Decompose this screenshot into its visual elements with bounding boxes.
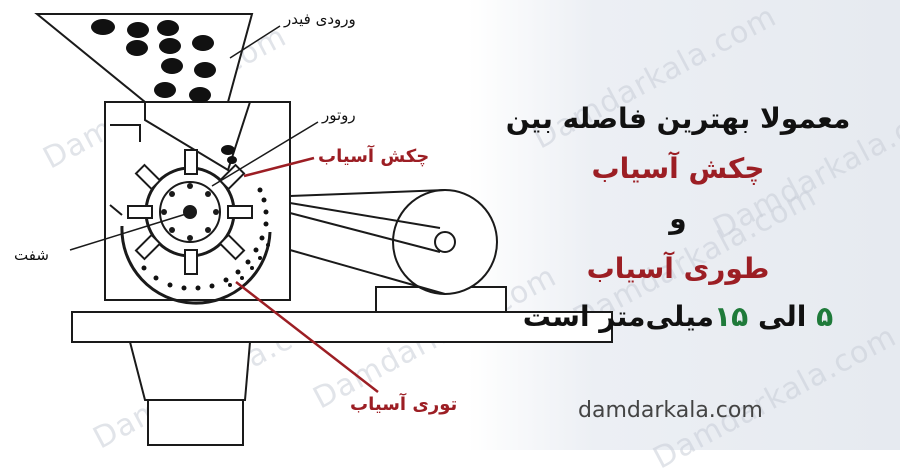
hammer [127,205,153,219]
hammer [184,149,198,175]
hammer-mill-diagram [34,13,613,446]
material-chunk [126,40,148,56]
headline-line-2: چکش آسیاب [591,152,765,185]
hammer [134,233,162,261]
material-chunk [154,82,176,98]
material-chunk [192,35,214,51]
leader-feeder [229,25,281,59]
headline-line-5: ۵ الی ۱۵میلی‌متر است [478,303,878,331]
word-mm: میلی‌متر است [522,300,714,333]
leader-screen [235,281,379,393]
label-hammer: چکش آسیاب [318,146,430,167]
headline-line-3: و [669,202,687,235]
material-chunk [189,87,211,103]
hammer [227,205,253,219]
material-chunk [91,19,115,35]
label-feeder-inlet: ورودی فیدر [284,10,356,28]
leader-rotor [211,121,319,187]
material-chunk [161,58,183,74]
leader-hammer [243,156,315,178]
headline: معمولا بهترین فاصله بین چکش آسیاب و طوری… [478,95,878,331]
material-chunk [194,62,216,78]
label-shaft: شفت [14,246,49,264]
belt [289,189,446,197]
material-chunk [127,22,149,38]
material-chunk [227,156,237,164]
hammer [134,163,162,191]
material-chunk [159,38,181,54]
grinding-screen [120,225,272,305]
shaft [183,205,197,219]
headline-line-1: معمولا بهترین فاصله بین [505,102,851,135]
number-5: ۵ [816,300,834,333]
label-rotor: روتور [322,106,356,124]
hammer [184,249,198,275]
leader-shaft [69,213,187,251]
website-url: damdarkala.com [578,398,763,423]
material-chunk [157,20,179,36]
word-ela: الی [757,300,807,333]
number-15: ۱۵ [714,300,749,333]
material-chunk [221,145,235,155]
hammer [218,233,246,261]
base-plate [71,311,613,343]
label-screen: توری آسیاب [350,394,458,415]
stand [128,341,252,401]
headline-line-4: طوری آسیاب [586,252,770,285]
